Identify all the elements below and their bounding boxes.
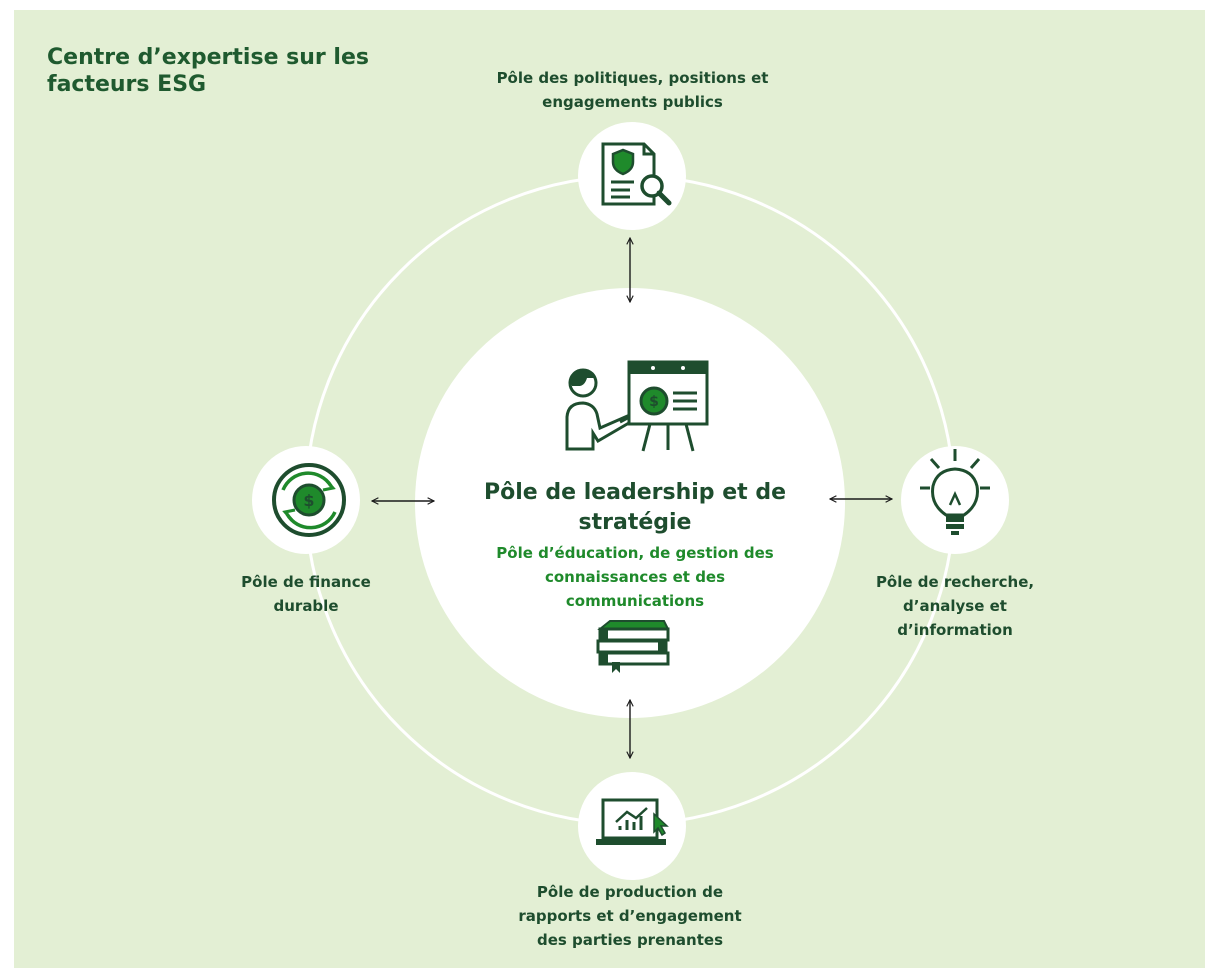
right-node-label: Pôle de recherche, d’analyse et d’inform… xyxy=(875,573,1035,639)
center-title: Pôle de leadership et de stratégie xyxy=(484,480,786,535)
books-icon xyxy=(596,620,670,673)
diagram-title: Centre d’expertise sur les facteurs ESG xyxy=(47,45,369,97)
top-node-label: Pôle des politiques, positions et engage… xyxy=(496,69,769,111)
left-node-label: Pôle de finance durable xyxy=(241,573,371,615)
center-circle xyxy=(415,288,845,718)
lightbulb-icon xyxy=(920,449,990,535)
document-shield-magnifier-icon xyxy=(601,142,672,206)
center-subtitle: Pôle d’éducation, de gestion des connais… xyxy=(496,544,774,610)
svg-text:$: $ xyxy=(649,394,659,410)
svg-text:$: $ xyxy=(303,491,314,510)
dollar-recycle-icon: $ xyxy=(272,463,346,537)
bottom-node-label: Pôle de production de rapports et d’enga… xyxy=(518,883,742,949)
laptop-chart-icon xyxy=(596,798,669,845)
presenter-board-icon: $ xyxy=(565,360,709,452)
